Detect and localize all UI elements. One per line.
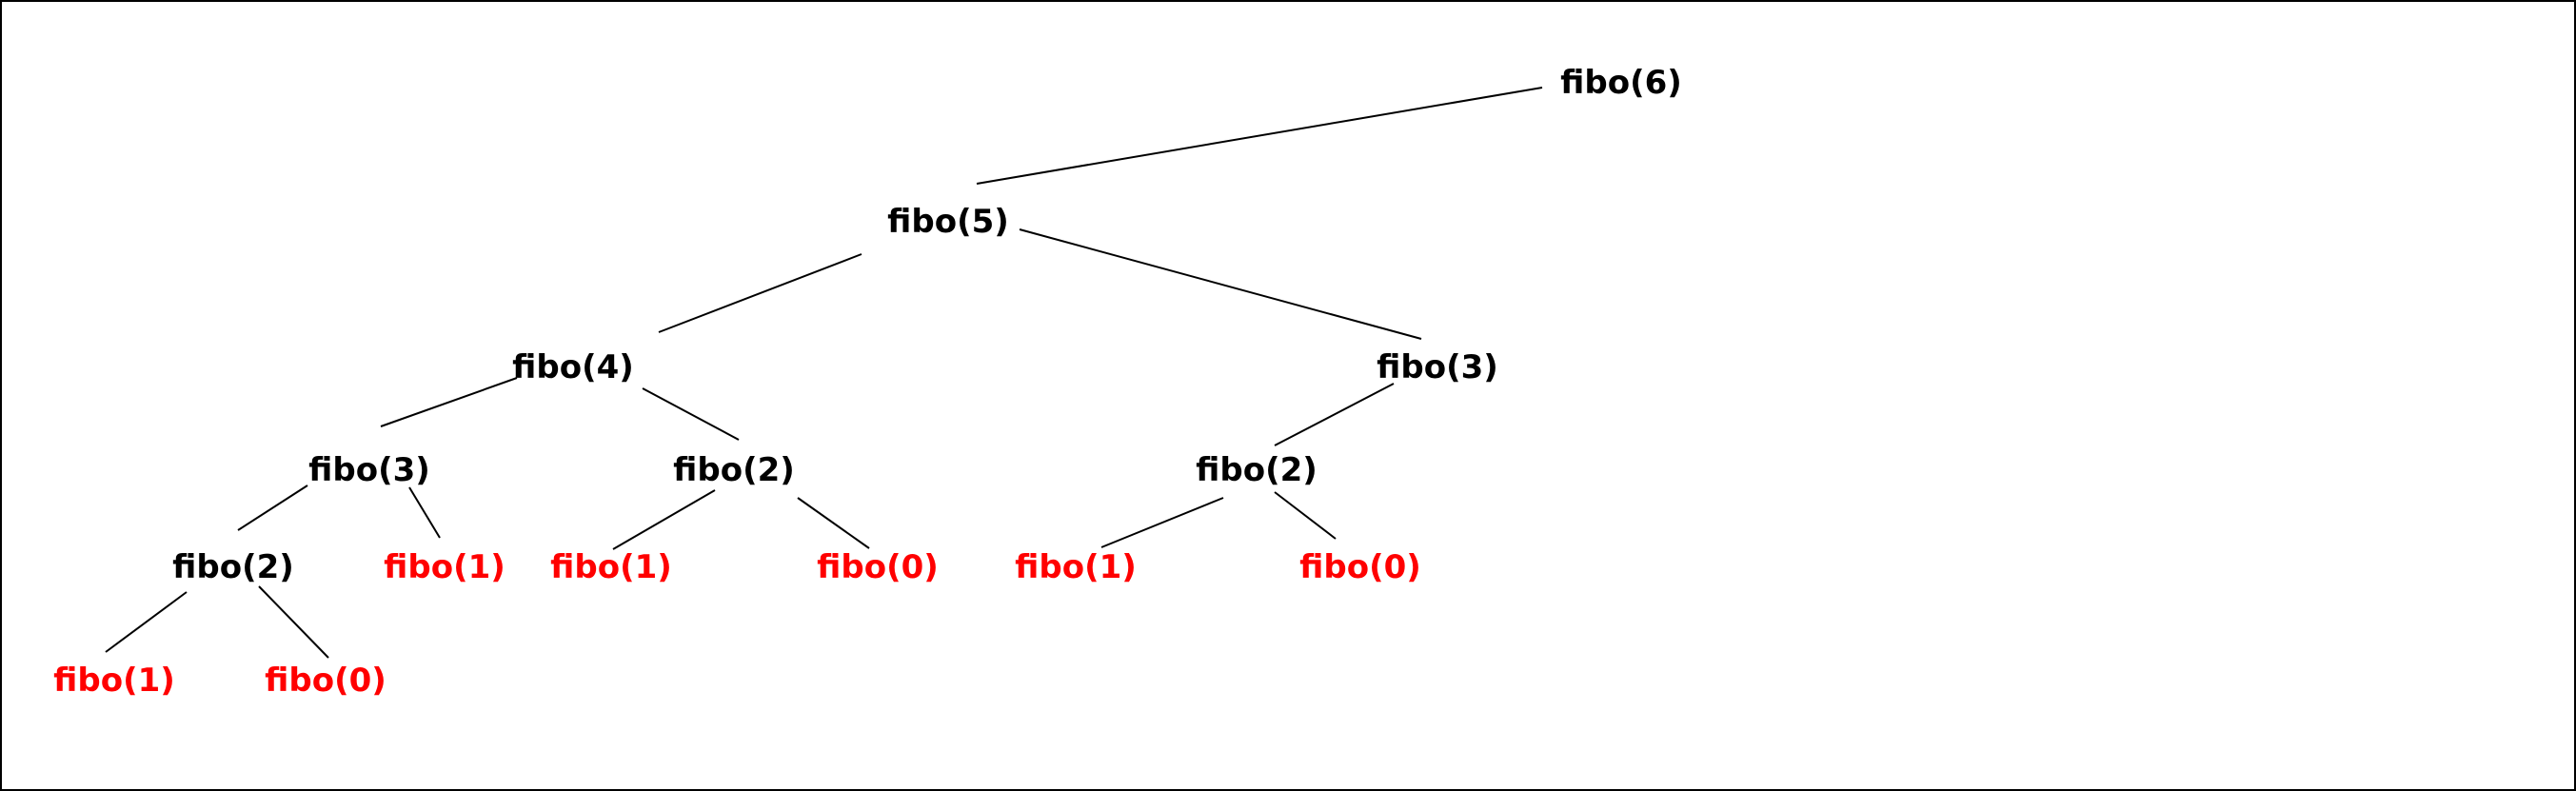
leaf-node: fibo(1) <box>1015 548 1137 586</box>
leaf-node: fibo(0) <box>817 548 939 586</box>
internal-node: fibo(2) <box>673 451 795 489</box>
edge-n3-n6 <box>1274 383 1395 446</box>
edge-n6-n12 <box>1274 491 1337 540</box>
internal-node: fibo(3) <box>1377 348 1498 386</box>
edge-n5-n9 <box>797 497 870 549</box>
edge-n4-n7 <box>408 486 441 539</box>
edge-n4-n10 <box>237 484 308 531</box>
edge-n1-n3 <box>1019 228 1422 340</box>
leaf-node: fibo(1) <box>53 662 175 700</box>
leaf-node: fibo(1) <box>550 548 672 586</box>
edge-n10-n13 <box>105 591 188 653</box>
edge-n10-n14 <box>258 585 329 659</box>
edge-n0-n1 <box>976 87 1543 185</box>
leaf-node: fibo(1) <box>384 548 505 586</box>
nodes-layer: fibo(6) fibo(5) fibo(4) fibo(3) fibo(3) fibo(… <box>53 64 1682 700</box>
internal-node: fibo(3) <box>308 451 430 489</box>
internal-node: fibo(5) <box>887 203 1009 241</box>
edge-n6-n11 <box>1100 497 1224 548</box>
edge-n5-n8 <box>612 489 716 550</box>
edge-n2-n4 <box>380 377 518 427</box>
internal-node: fibo(6) <box>1560 64 1682 102</box>
internal-node: fibo(4) <box>512 348 634 386</box>
edges-layer <box>105 87 1543 659</box>
internal-node: fibo(2) <box>1196 451 1318 489</box>
edge-n1-n2 <box>658 253 862 333</box>
leaf-node: fibo(0) <box>265 662 386 700</box>
leaf-node: fibo(0) <box>1299 548 1421 586</box>
edge-n2-n5 <box>642 387 740 441</box>
internal-node: fibo(2) <box>172 548 294 586</box>
